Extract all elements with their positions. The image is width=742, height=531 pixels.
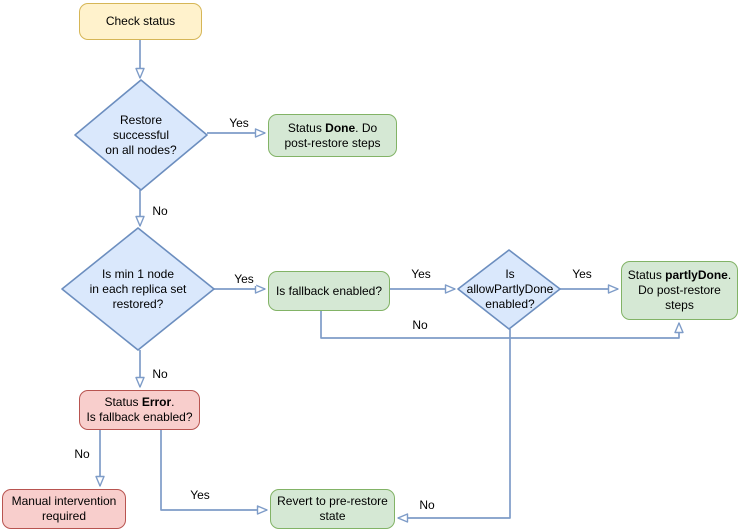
edge-label-restore-no: No: [150, 204, 170, 218]
edge-label-min-node-yes: Yes: [232, 272, 256, 286]
edge-label-fallback-yes: Yes: [409, 267, 433, 281]
decision-min-one-node: [61, 227, 215, 351]
edge-label-allow-partly-no: No: [417, 498, 437, 512]
node-status-error: Status Error.Is fallback enabled?: [79, 390, 200, 430]
edge-allow-partly-done-no-to-revert: [397, 329, 511, 523]
decision-restore-successful: [74, 79, 208, 191]
edge-label-error-no: No: [72, 447, 92, 461]
edge-label-error-yes: Yes: [188, 488, 212, 502]
edge-label-fallback-no: No: [410, 318, 430, 332]
edge-label-allow-partly-yes: Yes: [570, 267, 594, 281]
edge-label-restore-yes: Yes: [227, 116, 251, 130]
edge-fallback-no-to-status-partly-done: [320, 311, 684, 339]
node-fallback-enabled: Is fallback enabled?: [268, 271, 390, 311]
edge-label-min-node-no: No: [150, 367, 170, 381]
edge-status-error-yes-to-revert: [160, 430, 268, 515]
node-check-status: Check status: [79, 3, 202, 40]
decision-allow-partly-done: [457, 249, 561, 330]
